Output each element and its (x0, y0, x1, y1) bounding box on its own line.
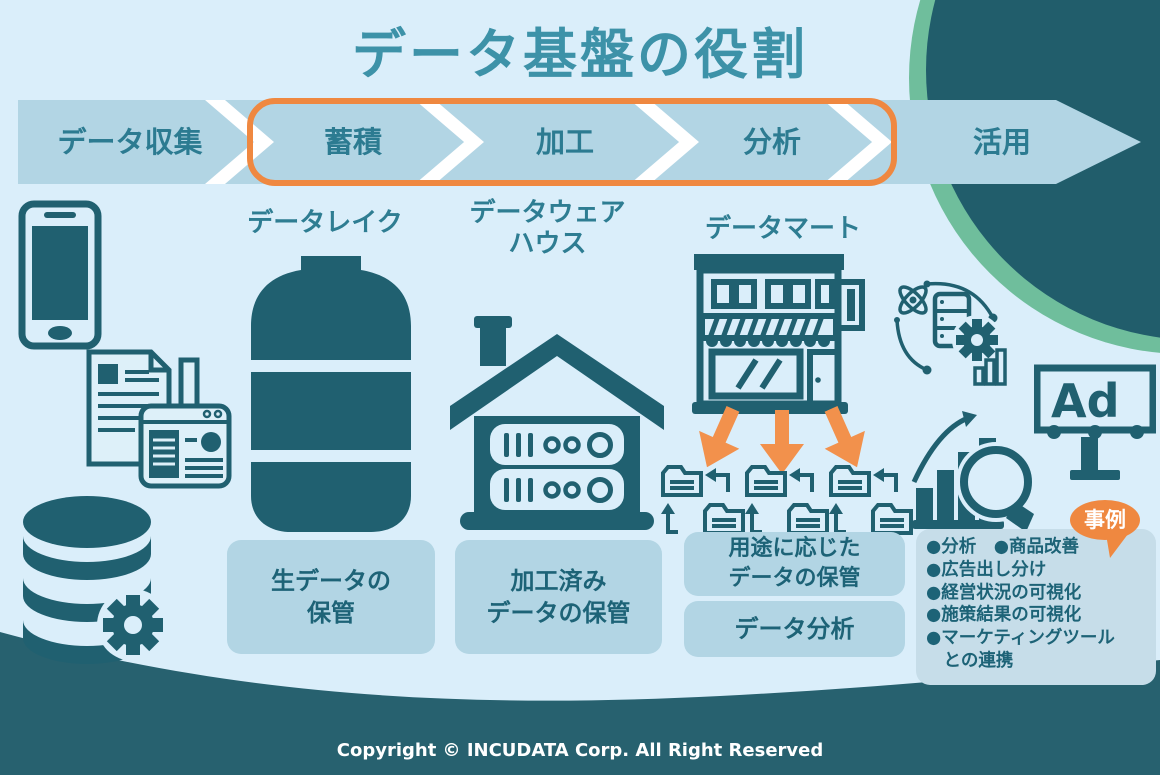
warehouse-servers-icon (450, 316, 664, 530)
database-gear-icon (23, 496, 169, 664)
stage-data-collection: データ収集 (57, 125, 203, 159)
page-title: データ基盤の役割 (352, 23, 808, 86)
storefront-icon (692, 254, 865, 414)
case-line: ●分析 ●商品改善 (926, 537, 1080, 557)
case-line: ●施策結果の可視化 (926, 605, 1082, 626)
case-line: ●広告出し分け (926, 559, 1047, 580)
down-arrow-icon (760, 410, 804, 474)
ad-text: Ad (1051, 374, 1120, 428)
stage-accumulation: 蓄積 (323, 125, 382, 159)
stage-processing: 加工 (535, 125, 594, 159)
data-lake-tank-icon (251, 256, 411, 532)
documents-icon (86, 349, 232, 489)
stage-analysis: 分析 (742, 125, 801, 159)
down-arrow-icon (824, 405, 865, 468)
data-warehouse-title: データウェア ハウス (469, 198, 626, 259)
case-line: ●経営状況の可視化 (926, 582, 1082, 603)
folder-sync-icon (661, 465, 745, 535)
data-science-cycle-icon (894, 280, 1007, 386)
data-lake-caption: 生データの 保管 (227, 540, 435, 654)
down-arrow-icon (699, 405, 740, 468)
data-mart-storage-caption: 用途に応じた データの保管 (684, 532, 905, 596)
data-mart-analysis-caption: データ分析 (684, 601, 905, 657)
data-mart-title: データマート (704, 214, 861, 244)
case-badge: 事例 (1070, 500, 1140, 540)
folder-sync-icon (745, 465, 829, 535)
copyright-text: Copyright © INCUDATA Corp. All Right Res… (336, 740, 824, 761)
process-flow-band (18, 100, 1141, 184)
highlight-outline (247, 98, 897, 186)
case-examples-panel: ●分析 ●商品改善 ●広告出し分け ●経営状況の可視化 ●施策結果の可視化 ●マ… (916, 529, 1156, 685)
case-line: との連携 (926, 650, 1014, 671)
case-badge-tail (1106, 534, 1128, 558)
smartphone-icon (18, 200, 102, 350)
stage-utilization: 活用 (972, 125, 1031, 159)
folder-sync-icon (829, 465, 913, 535)
ad-billboard-icon: Ad (1034, 364, 1156, 480)
data-lake-title: データレイク (247, 208, 403, 238)
bottom-wave (0, 632, 1160, 775)
data-warehouse-caption: 加工済み データの保管 (455, 540, 662, 654)
chart-magnifier-icon (911, 411, 1036, 532)
case-line: ●マーケティングツール (926, 628, 1115, 648)
